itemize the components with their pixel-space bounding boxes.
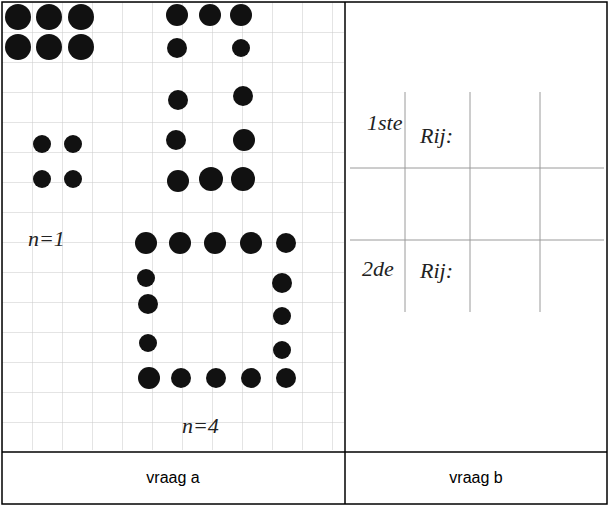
row-label: 1ste [367,112,402,134]
row-label: Rij: [420,260,453,282]
cell-caption: vraag b [449,470,502,486]
dot-figures [5,4,296,389]
row-label: Rij: [420,125,453,147]
figure-number: n=1 [28,228,65,250]
cell-caption: vraag a [146,470,199,486]
figure-number: n=4 [182,415,219,437]
grid-lines [350,92,604,312]
row-label: 2de [362,258,394,280]
grid-paper [2,2,344,450]
